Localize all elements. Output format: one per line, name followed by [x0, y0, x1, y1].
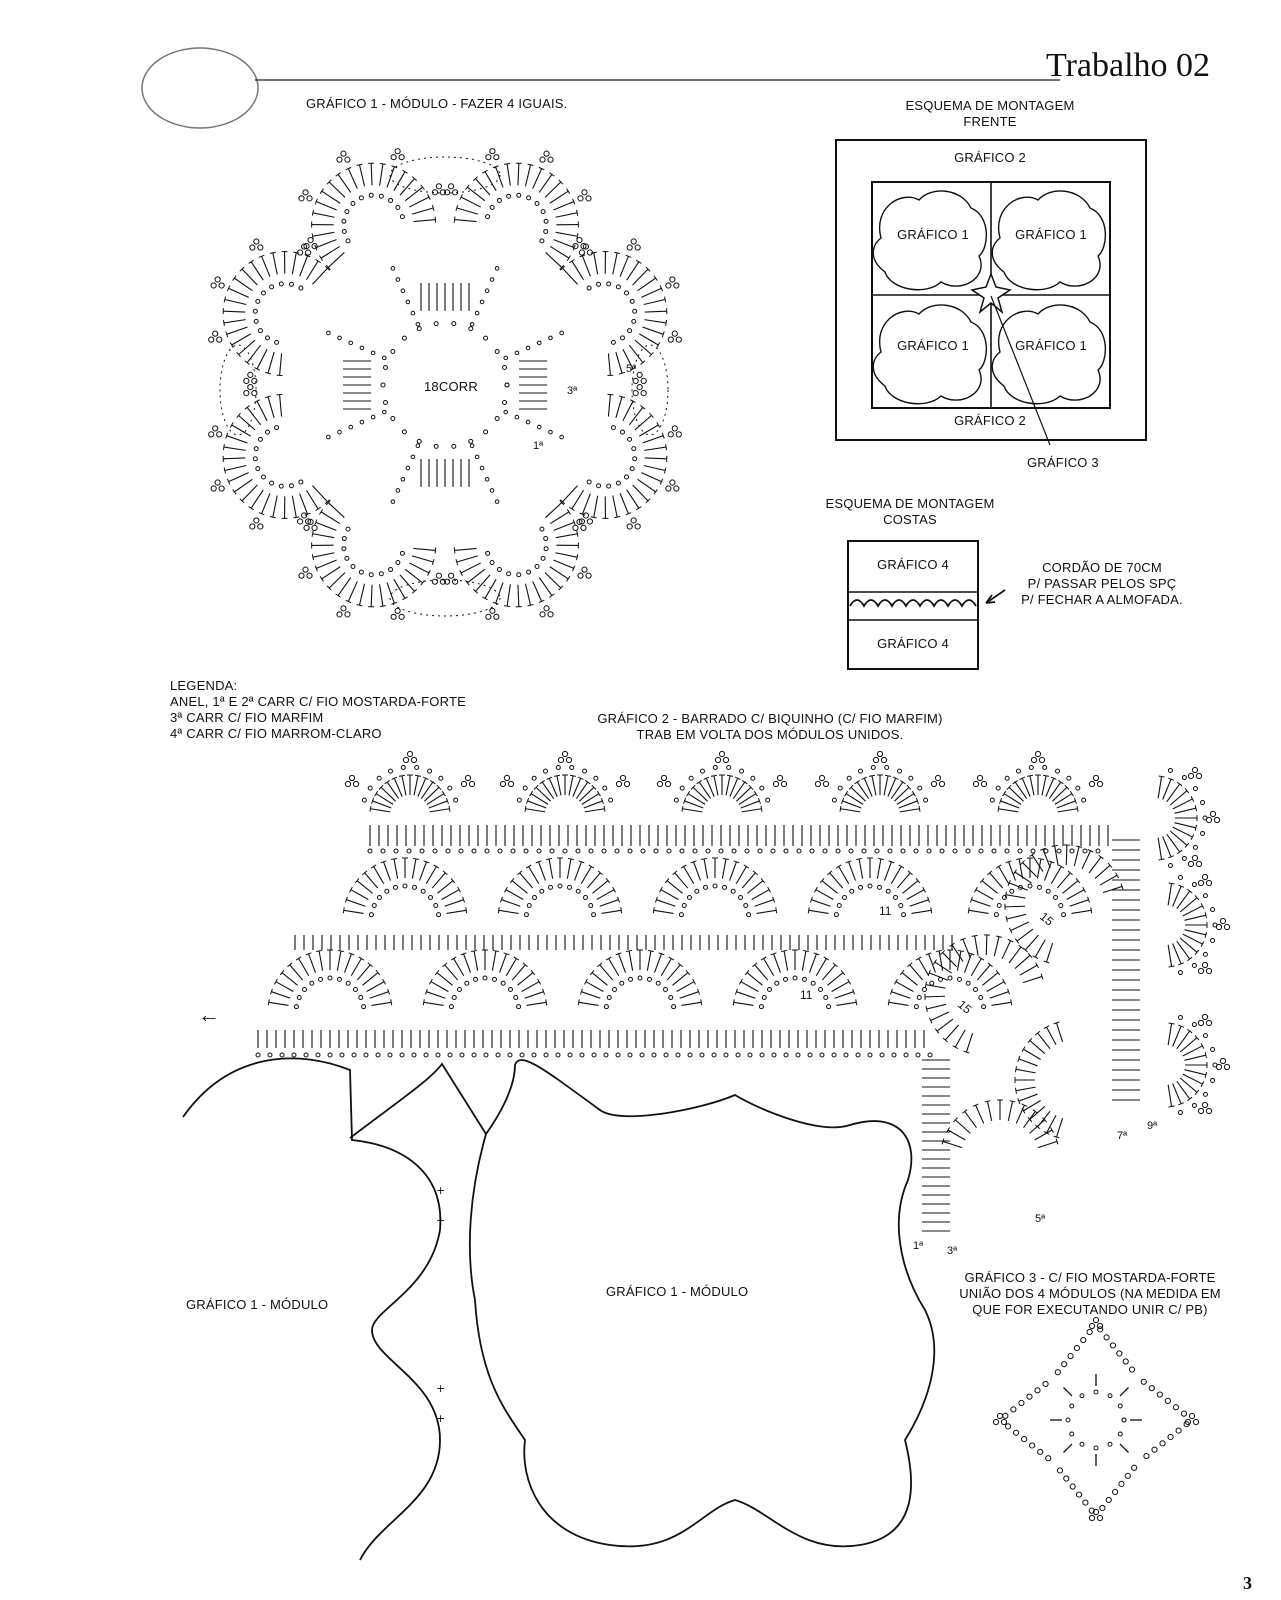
grafico1-round-mark-3: 3ª — [567, 385, 578, 397]
grafico3-star-chart — [992, 1316, 1200, 1522]
grafico2-title-line2: TRAB EM VOLTA DOS MÓDULOS UNIDOS. — [636, 727, 904, 742]
frente-callout-label: GRÁFICO 3 — [1027, 455, 1099, 470]
frente-cell-1: GRÁFICO 1 — [897, 227, 969, 242]
svg-text:+: + — [436, 1382, 445, 1395]
frente-cell-2: GRÁFICO 1 — [1015, 227, 1087, 242]
grafico2-round-mark-9: 9ª — [1147, 1120, 1158, 1132]
costas-note: CORDÃO DE 70CM P/ PASSAR PELOS SPÇ P/ FE… — [1002, 560, 1202, 608]
grafico1-round-mark-1: 1ª — [533, 440, 544, 452]
grafico3-star-icon — [970, 271, 1012, 315]
page-number: 3 — [1243, 1573, 1252, 1593]
grafico2-round-mark-7: 7ª — [1117, 1130, 1128, 1142]
frente-bottom-label: GRÁFICO 2 — [954, 413, 1026, 428]
grafico2-title: GRÁFICO 2 - BARRADO C/ BIQUINHO (C/ FIO … — [560, 711, 980, 743]
grafico1-title: GRÁFICO 1 - MÓDULO - FAZER 4 IGUAIS. — [306, 96, 568, 111]
costas-note-line1: CORDÃO DE 70CM — [1042, 560, 1162, 575]
grafico2-round-mark-1: 1ª — [913, 1240, 924, 1252]
frente-title-line1: ESQUEMA DE MONTAGEM — [905, 98, 1075, 113]
arrow-icon — [985, 589, 1006, 604]
costas-note-line2: P/ PASSAR PELOS SPÇ — [1027, 576, 1177, 591]
svg-text:+: + — [436, 1412, 445, 1425]
frente-title-line2: FRENTE — [963, 114, 1017, 129]
costas-bottom-label: GRÁFICO 4 — [877, 636, 949, 651]
frente-cell-3: GRÁFICO 1 — [897, 338, 969, 353]
costas-top-label: GRÁFICO 4 — [877, 557, 949, 572]
grafico2-border-chart — [255, 750, 1231, 1232]
costas-note-line3: P/ FECHAR A ALMOFADA. — [1021, 592, 1183, 607]
frente-title: ESQUEMA DE MONTAGEM FRENTE — [870, 98, 1110, 130]
legenda-line1: ANEL, 1ª E 2ª CARR C/ FIO MOSTARDA-FORTE — [170, 694, 466, 709]
legenda: LEGENDA: ANEL, 1ª E 2ª CARR C/ FIO MOSTA… — [170, 678, 466, 742]
costas-title: ESQUEMA DE MONTAGEM COSTAS — [790, 496, 1030, 528]
costas-title-line1: ESQUEMA DE MONTAGEM — [825, 496, 995, 511]
grafico2-count-1: 11 — [879, 904, 892, 918]
grafico2-count-2: 11 — [800, 988, 813, 1002]
grafico3-title-line3: QUE FOR EXECUTANDO UNIR C/ PB) — [972, 1302, 1208, 1317]
publisher-stamp — [141, 47, 259, 129]
legenda-title: LEGENDA: — [170, 678, 238, 693]
frente-top-label: GRÁFICO 2 — [954, 150, 1026, 165]
grafico1-motif — [208, 148, 682, 620]
work-direction-arrow-icon: ← — [198, 1002, 220, 1027]
costas-montage-drawing — [847, 540, 1006, 670]
grafico2-round-mark-5: 5ª — [1035, 1213, 1046, 1225]
module-outlines: + + + + — [182, 1057, 936, 1561]
module-center-label: GRÁFICO 1 - MÓDULO — [606, 1284, 749, 1299]
svg-text:+: + — [436, 1214, 445, 1227]
legenda-line3: 4ª CARR C/ FIO MARROM-CLARO — [170, 726, 382, 741]
grafico2-round-mark-3: 3ª — [947, 1245, 958, 1257]
frente-montage-drawing — [835, 139, 1147, 446]
grafico2-title-line1: GRÁFICO 2 - BARRADO C/ BIQUINHO (C/ FIO … — [597, 711, 943, 726]
frente-cell-4: GRÁFICO 1 — [1015, 338, 1087, 353]
grafico3-title-line2: UNIÃO DOS 4 MÓDULOS (NA MEDIDA EM — [959, 1286, 1221, 1301]
module-left-label: GRÁFICO 1 - MÓDULO — [186, 1297, 329, 1312]
grafico1-center-label: 18CORR — [424, 379, 478, 394]
grafico1-round-mark-5: 5ª — [626, 363, 637, 375]
page-title: Trabalho 02 — [1046, 47, 1211, 84]
costas-title-line2: COSTAS — [883, 512, 937, 527]
svg-text:+: + — [436, 1184, 445, 1197]
grafico3-title-line1: GRÁFICO 3 - C/ FIO MOSTARDA-FORTE — [964, 1270, 1216, 1285]
grafico3-title: GRÁFICO 3 - C/ FIO MOSTARDA-FORTE UNIÃO … — [940, 1270, 1240, 1318]
legenda-line2: 3ª CARR C/ FIO MARFIM — [170, 710, 324, 725]
